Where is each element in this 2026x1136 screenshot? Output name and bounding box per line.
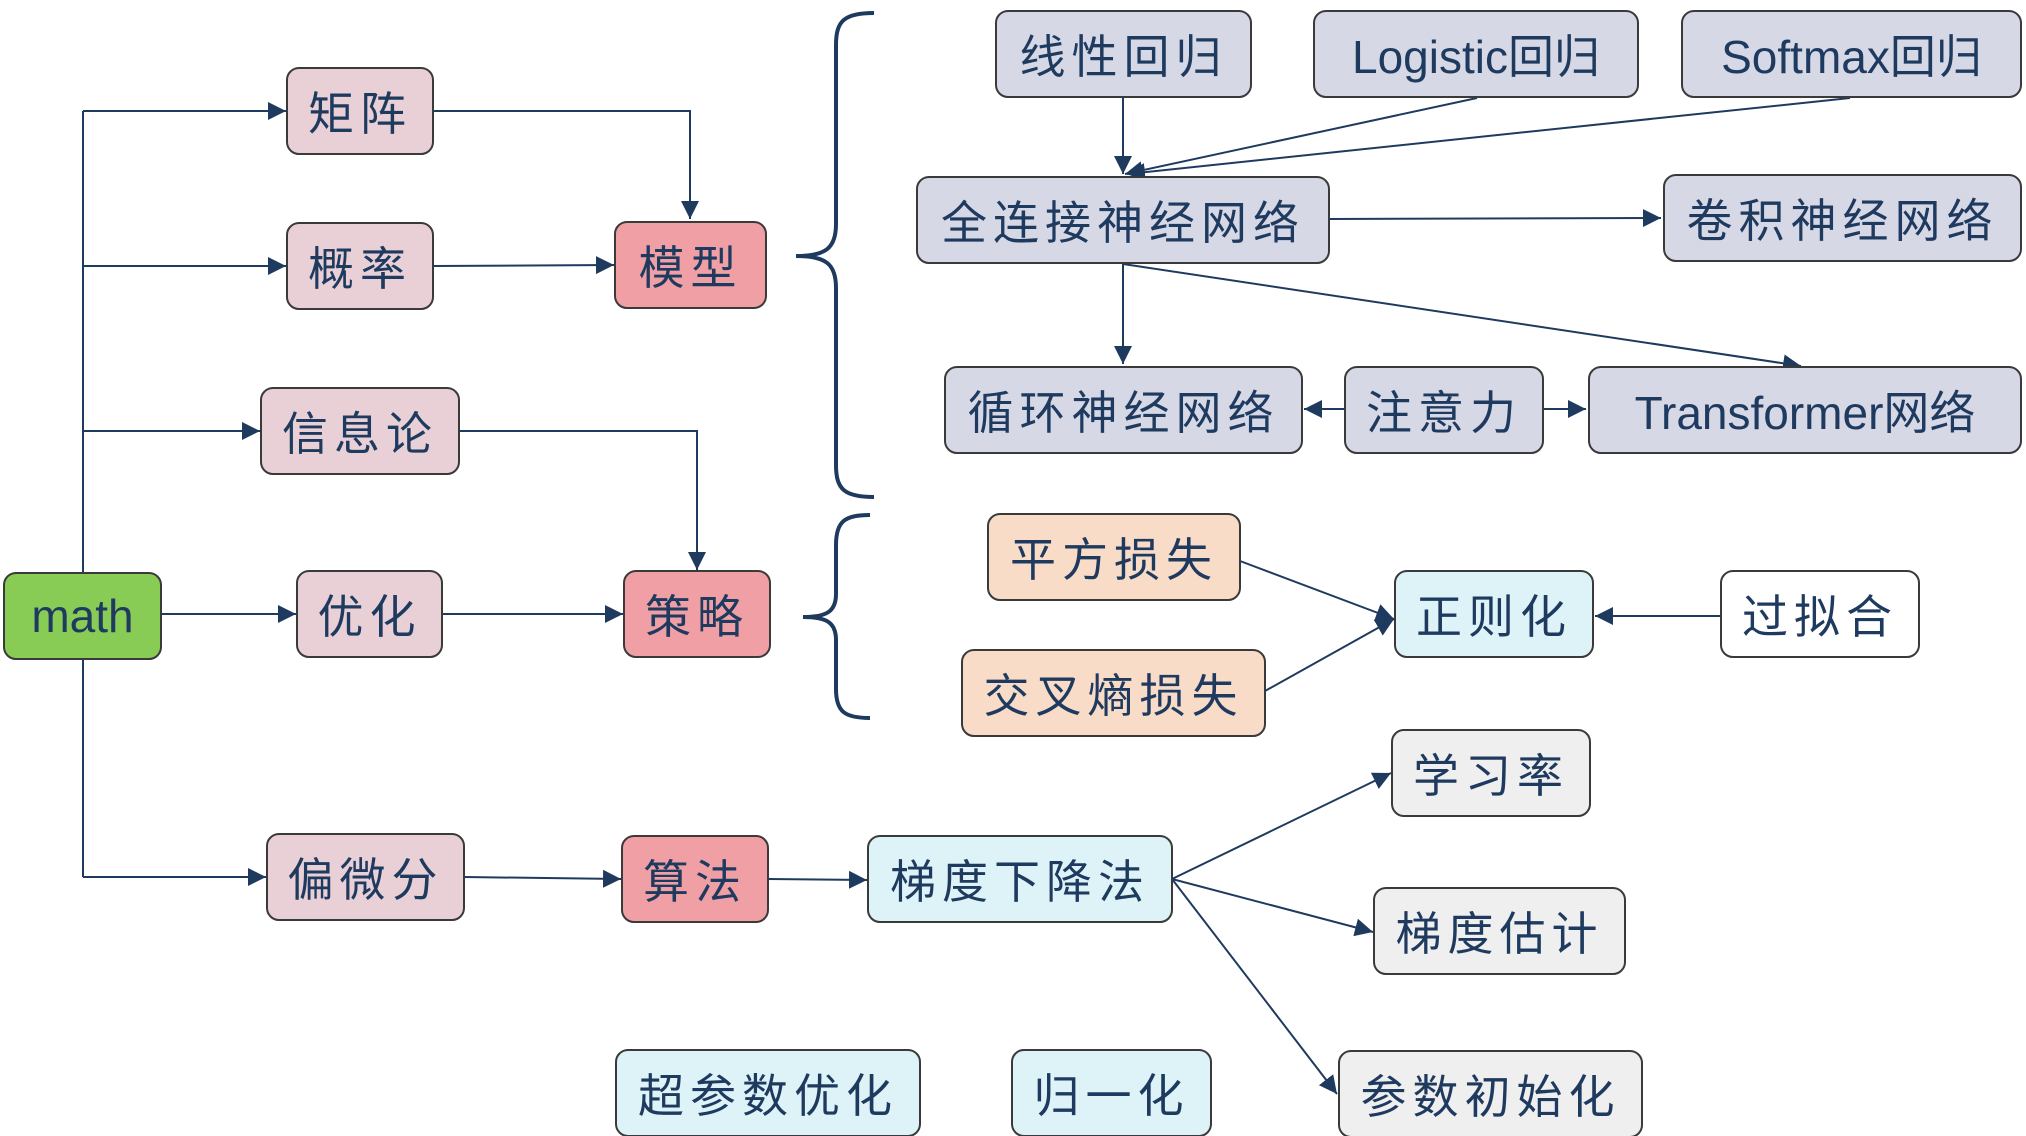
edge-squaredloss-reg [1239, 560, 1395, 622]
overfitting-node[interactable]: 过拟合 [1720, 570, 1920, 658]
softmax-regression-label: Softmax回归 [1721, 31, 1982, 83]
hyperparam-opt-label: 超参数优化 [638, 1069, 898, 1123]
attention-label: 注意力 [1366, 386, 1522, 440]
edge-crossentropy-reg [1264, 618, 1395, 692]
edge-infotheory-strategy [459, 430, 706, 570]
logistic-regression-label: Logistic回归 [1352, 31, 1600, 83]
math-root-node[interactable]: math [3, 572, 162, 660]
optimization-node[interactable]: 优化 [296, 570, 443, 658]
partial-calculus-label: 偏微分 [287, 853, 444, 907]
edge-gd-gradestimate [1171, 878, 1374, 937]
squared-loss-node[interactable]: 平方损失 [987, 513, 1241, 601]
edge-fc-transformer [1122, 263, 1802, 373]
edge-partialcalc-algorithm [463, 869, 622, 888]
strategy-label: 策略 [645, 590, 749, 644]
rnn-label: 循环神经网络 [967, 386, 1280, 440]
algorithm-node[interactable]: 算法 [621, 835, 769, 923]
gradient-estimation-label: 梯度估计 [1395, 907, 1604, 961]
learning-rate-label: 学习率 [1413, 749, 1569, 803]
edge-matrix-model [433, 110, 699, 219]
transformer-node[interactable]: Transformer网络 [1588, 366, 2022, 454]
hyperparam-opt-node[interactable]: 超参数优化 [615, 1049, 921, 1136]
edge-gd-learningrate [1171, 772, 1392, 880]
regularization-node[interactable]: 正则化 [1394, 570, 1594, 658]
transformer-label: Transformer网络 [1634, 387, 1976, 439]
probability-node[interactable]: 概率 [286, 222, 434, 310]
edge-fc-cnn [1328, 209, 1662, 228]
math-root-label: math [31, 590, 134, 642]
optimization-label: 优化 [317, 590, 422, 644]
fully-connected-nn-node[interactable]: 全连接神经网络 [916, 176, 1330, 264]
gradient-descent-label: 梯度下降法 [890, 855, 1150, 909]
edge-softmax-fc [1126, 97, 1851, 182]
normalization-node[interactable]: 归一化 [1011, 1049, 1212, 1136]
logistic-regression-node[interactable]: Logistic回归 [1313, 10, 1639, 98]
gradient-estimation-node[interactable]: 梯度估计 [1373, 887, 1626, 975]
softmax-regression-node[interactable]: Softmax回归 [1681, 10, 2022, 98]
normalization-label: 归一化 [1033, 1069, 1190, 1123]
strategy-brace [802, 513, 871, 720]
information-theory-label: 信息论 [282, 407, 438, 461]
edge-logistic-fc [1124, 97, 1478, 179]
strategy-node[interactable]: 策略 [623, 570, 771, 658]
overfitting-label: 过拟合 [1742, 590, 1898, 644]
param-init-node[interactable]: 参数初始化 [1338, 1050, 1643, 1136]
param-init-label: 参数初始化 [1360, 1070, 1621, 1124]
attention-node[interactable]: 注意力 [1344, 366, 1544, 454]
linear-regression-label: 线性回归 [1019, 30, 1228, 84]
cross-entropy-loss-label: 交叉熵损失 [983, 669, 1244, 723]
edge-probability-model [432, 256, 615, 275]
algorithm-label: 算法 [643, 855, 747, 909]
matrix-node[interactable]: 矩阵 [286, 67, 434, 155]
fully-connected-nn-label: 全连接神经网络 [941, 196, 1305, 250]
information-theory-node[interactable]: 信息论 [260, 387, 460, 475]
squared-loss-label: 平方损失 [1010, 533, 1218, 587]
learning-rate-node[interactable]: 学习率 [1391, 729, 1591, 817]
cnn-node[interactable]: 卷积神经网络 [1663, 174, 2022, 262]
gradient-descent-node[interactable]: 梯度下降法 [867, 835, 1173, 923]
linear-regression-node[interactable]: 线性回归 [995, 10, 1252, 98]
cnn-label: 卷积神经网络 [1686, 194, 1999, 248]
cross-entropy-loss-node[interactable]: 交叉熵损失 [961, 649, 1266, 737]
edge-gd-paraminit [1171, 878, 1338, 1095]
rnn-node[interactable]: 循环神经网络 [944, 366, 1303, 454]
edge-algorithm-gd [767, 870, 868, 889]
model-label: 模型 [638, 241, 743, 295]
partial-calculus-node[interactable]: 偏微分 [266, 833, 465, 921]
matrix-label: 矩阵 [308, 87, 412, 141]
regularization-label: 正则化 [1416, 590, 1572, 644]
model-brace [795, 11, 875, 499]
model-node[interactable]: 模型 [614, 221, 767, 309]
probability-label: 概率 [308, 242, 412, 296]
